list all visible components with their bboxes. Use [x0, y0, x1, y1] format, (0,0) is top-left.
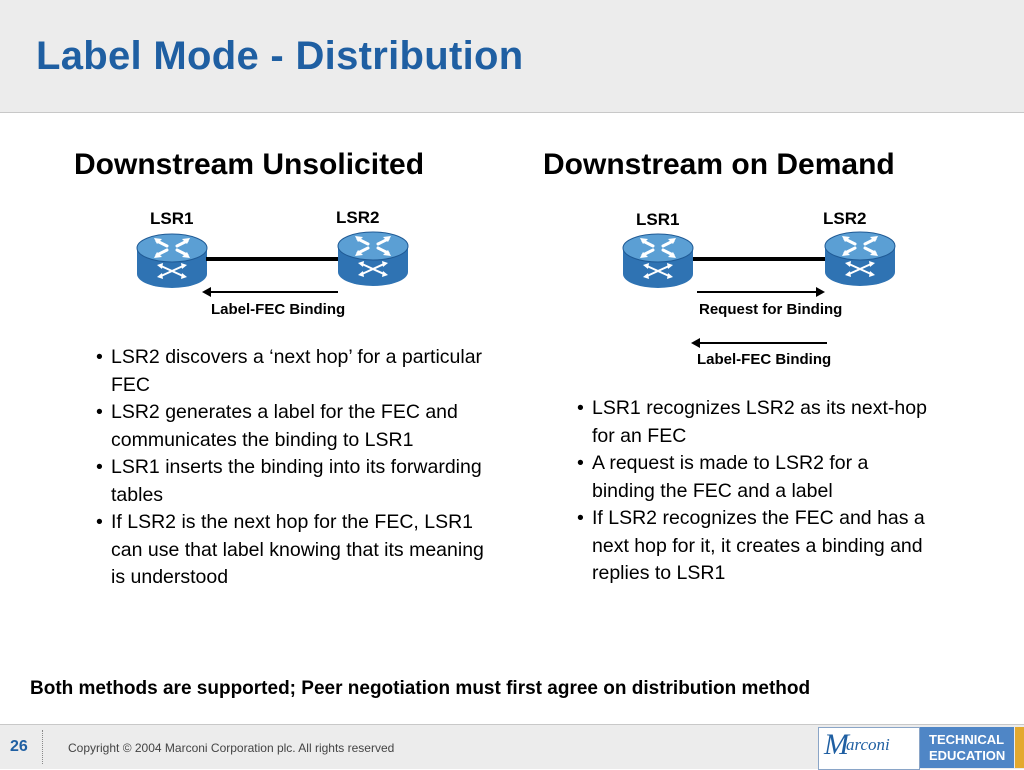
technical-education-badge	[920, 727, 1014, 768]
left-bullet: LSR2 discovers a ‘next hop’ for a partic…	[96, 344, 496, 399]
education-line2: EDUCATION	[929, 748, 1006, 763]
right-link-line	[693, 257, 827, 261]
header-band	[0, 0, 1024, 113]
left-bullet-list: LSR2 discovers a ‘next hop’ for a partic…	[96, 344, 496, 592]
education-line1: TECHNICAL	[929, 732, 1005, 747]
left-lsr1-label: LSR1	[150, 209, 194, 228]
right-binding-label: Label-FEC Binding	[697, 351, 832, 368]
copyright-text: Copyright © 2004 Marconi Corporation plc…	[68, 741, 395, 755]
right-bullet-list: LSR1 recognizes LSR2 as its next-hop for…	[577, 395, 927, 588]
left-lsr2-label: LSR2	[336, 208, 380, 227]
slide-title: Label Mode - Distribution	[36, 34, 524, 78]
marconi-logo-m: M	[824, 728, 849, 761]
left-bullet: LSR2 generates a label for the FEC and c…	[96, 399, 496, 454]
right-lsr2-label: LSR2	[823, 209, 867, 228]
right-bullet: If LSR2 recognizes the FEC and has a nex…	[577, 505, 927, 588]
page-number: 26	[10, 738, 28, 755]
right-bullet: A request is made to LSR2 for a binding …	[577, 450, 927, 505]
left-lsr1-router-icon	[135, 232, 209, 290]
left-binding-label: Label-FEC Binding	[211, 301, 346, 318]
right-lsr1-label: LSR1	[636, 210, 680, 229]
left-bullet: LSR1 inserts the binding into its forwar…	[96, 454, 496, 509]
right-lsr2-router-icon	[823, 230, 897, 288]
right-binding-arrow	[691, 338, 827, 348]
summary-text: Both methods are supported; Peer negotia…	[30, 678, 811, 699]
right-request-label: Request for Binding	[699, 301, 843, 318]
right-heading: Downstream on Demand	[543, 148, 895, 181]
gold-accent-bar	[1015, 727, 1024, 768]
left-binding-arrow	[202, 287, 338, 297]
right-bullet: LSR1 recognizes LSR2 as its next-hop for…	[577, 395, 927, 450]
left-bullet: If LSR2 is the next hop for the FEC, LSR…	[96, 509, 496, 592]
marconi-logo	[818, 727, 920, 770]
left-heading: Downstream Unsolicited	[74, 148, 425, 181]
technical-education-text: TECHNICAL EDUCATION	[929, 732, 1005, 764]
footer-divider	[42, 730, 43, 764]
left-lsr2-router-icon	[336, 230, 410, 288]
marconi-logo-text: arconi	[846, 735, 890, 754]
right-request-arrow	[697, 287, 825, 297]
right-lsr1-router-icon	[621, 232, 695, 290]
left-link-line	[206, 257, 340, 261]
